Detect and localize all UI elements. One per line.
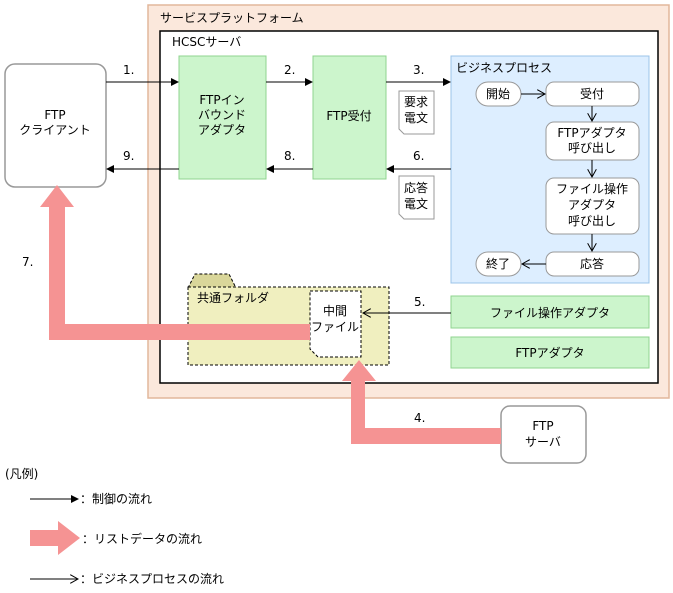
ftp-client-label-line1: FTP [44, 108, 65, 122]
ftp-server-label-line1: FTP [532, 419, 553, 433]
ftp-adapter-label: FTPアダプタ [515, 345, 584, 360]
intermediate-file-line2: ファイル [311, 320, 359, 334]
step-7: 7. [22, 255, 33, 269]
step-8: 8. [284, 149, 295, 163]
request-document-line2: 電文 [404, 110, 428, 125]
response-document-line1: 応答 [404, 180, 428, 195]
bp-receive-label: 受付 [580, 87, 604, 101]
step-2: 2. [284, 63, 295, 77]
file-operation-adapter-label: ファイル操作アダプタ [490, 305, 610, 320]
legend-title: (凡例) [5, 467, 38, 481]
request-document-line1: 要求 [404, 95, 428, 109]
step-4: 4. [414, 411, 425, 425]
bp-file-call-line3: 呼び出し [568, 214, 616, 228]
service-platform-title: サービスプラットフォーム [160, 11, 304, 25]
shared-folder-label: 共通フォルダ [197, 290, 269, 305]
inbound-adapter-line1: FTPイン [199, 93, 244, 107]
ftp-server-label-line2: サーバ [525, 435, 561, 449]
response-document-line2: 電文 [404, 196, 428, 211]
ftp-client-label-line2: クライアント [19, 123, 91, 137]
bp-ftp-call-line2: 呼び出し [568, 141, 616, 155]
inbound-adapter-line2: バウンド [198, 108, 246, 122]
bp-end-label: 終了 [486, 256, 510, 271]
response-document [398, 175, 435, 220]
business-process-title: ビジネスプロセス [456, 61, 552, 75]
hcsc-server-title: HCSCサーバ [172, 35, 241, 49]
step-6: 6. [413, 149, 424, 163]
legend-control-label: ：制御の流れ [80, 491, 152, 506]
legend-bp-flow-label: ：ビジネスプロセスの流れ [80, 572, 224, 586]
ftp-reception-box [312, 55, 387, 180]
step-3: 3. [413, 63, 424, 77]
legend-list-data-label: ：リストデータの流れ [82, 531, 202, 546]
file-operation-adapter-box [450, 295, 650, 329]
bp-start-label: 開始 [486, 87, 510, 101]
ftp-adapter-box [450, 336, 650, 369]
bp-file-call-line2: アダプタ [568, 197, 616, 212]
ftp-reception-label: FTP受付 [326, 109, 371, 123]
bp-ftp-call-line1: FTPアダプタ [557, 125, 626, 140]
step-5: 5. [414, 295, 425, 309]
list-data-flow-7 [40, 185, 310, 340]
legend-list-data-arrow [30, 521, 80, 555]
ftp-inbound-adapter-box [178, 55, 267, 180]
intermediate-file-line1: 中間 [323, 303, 347, 318]
shared-folder-tab [187, 273, 237, 289]
step-9: 9. [123, 149, 134, 163]
bp-reply-label: 応答 [580, 256, 604, 271]
request-document [398, 90, 435, 135]
inbound-adapter-line3: アダプタ [198, 122, 246, 137]
bp-file-call-line1: ファイル操作 [556, 181, 628, 196]
list-data-flow-4 [342, 360, 501, 444]
step-1: 1. [123, 63, 134, 77]
